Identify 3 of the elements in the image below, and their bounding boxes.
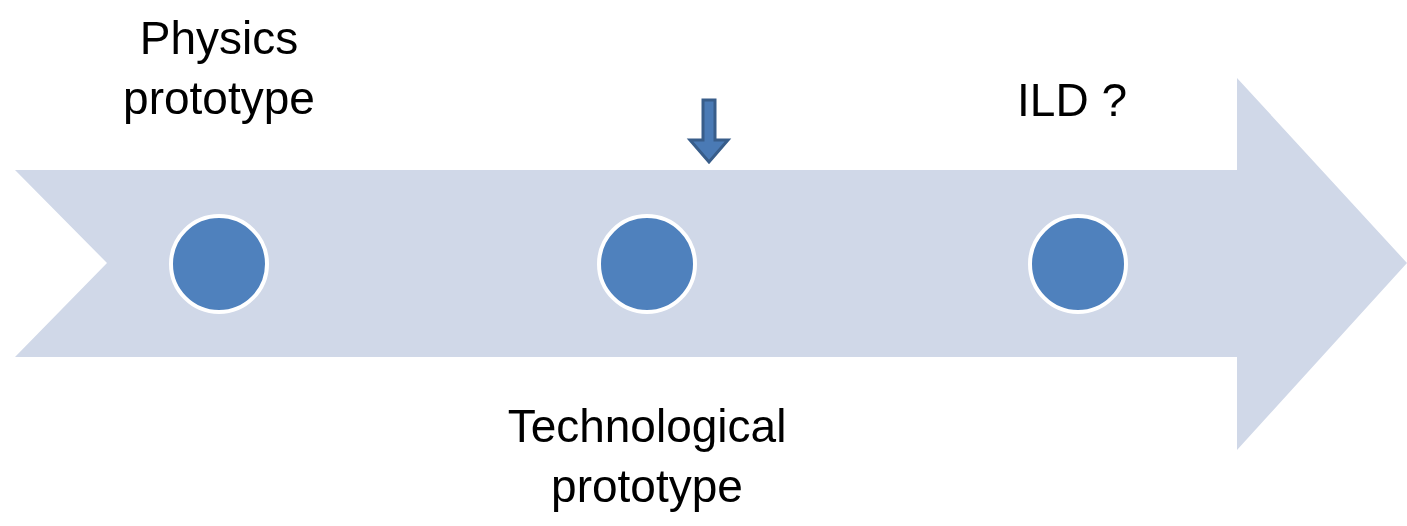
milestone-label: ILD ? (1017, 74, 1127, 126)
milestone-label: Technological prototype (507, 400, 787, 512)
milestone-label: Physics prototype (123, 12, 315, 124)
